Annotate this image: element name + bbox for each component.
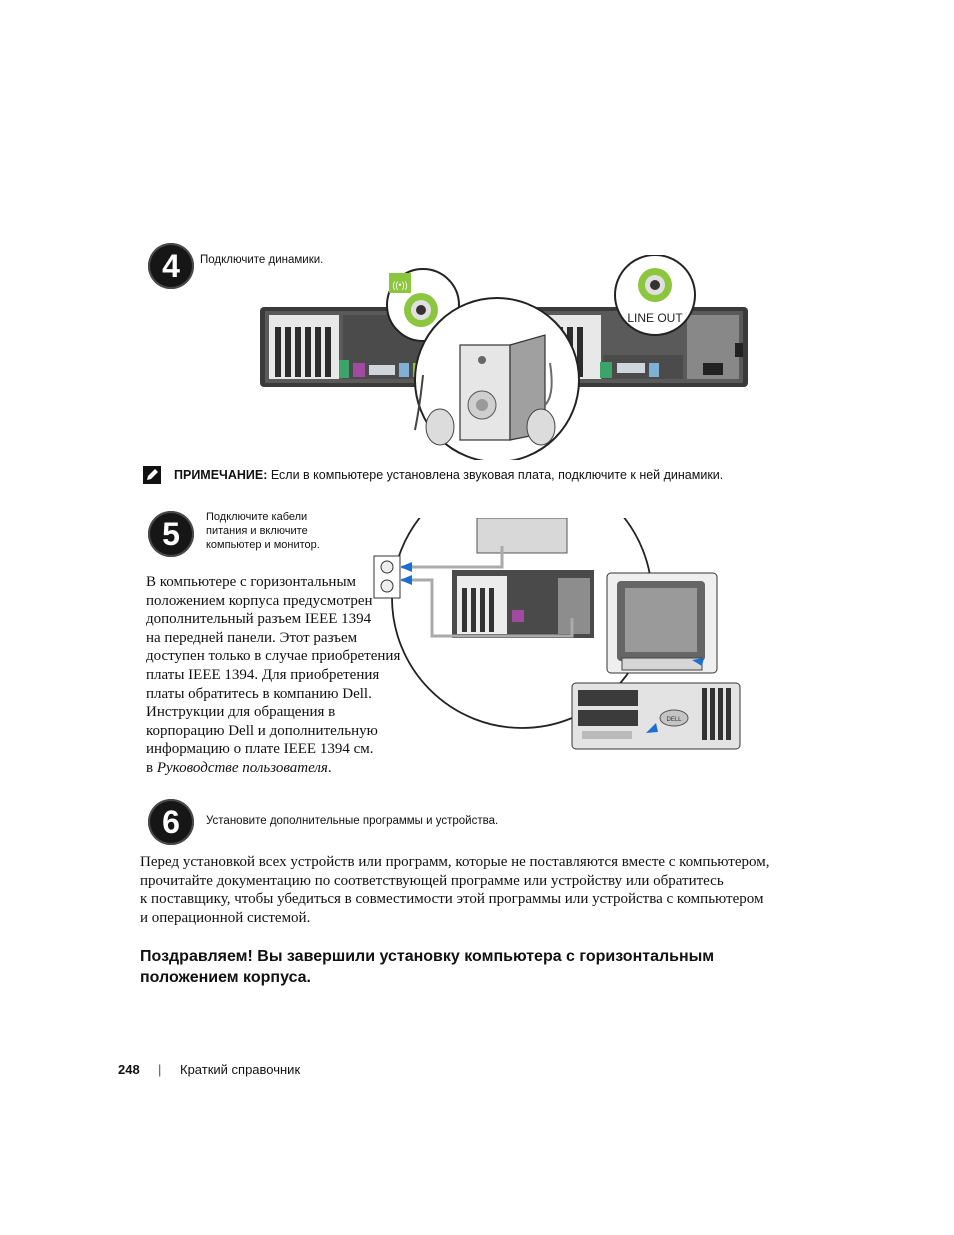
- congrats-heading-line: положением корпуса.: [140, 969, 311, 986]
- ieee-line: корпорацию Dell и дополнительную: [146, 722, 378, 739]
- step-5-line: Подключите кабели: [206, 511, 308, 523]
- step-5-line: питания и включите: [206, 525, 308, 537]
- install-line: Перед установкой всех устройств или прог…: [140, 854, 770, 870]
- ieee-line: В компьютере с горизонтальным: [146, 574, 357, 590]
- ieee-line: положением корпуса предусмотрен: [146, 592, 373, 609]
- note-pencil-icon: [143, 466, 161, 484]
- install-line: и операционной системой.: [140, 909, 311, 926]
- users-guide-reference: Руководстве пользователя: [156, 759, 328, 776]
- note: ПРИМЕЧАНИЕ: Если в компьютере установлен…: [174, 468, 723, 482]
- install-paragraph: Перед установкой всех устройств или прог…: [140, 853, 820, 927]
- dell-logo: DELL: [666, 717, 682, 723]
- computer-front: DELL: [571, 682, 741, 750]
- ieee-1394-paragraph: В компьютере с горизонтальным положением…: [146, 573, 408, 778]
- step-4-badge: 4: [148, 243, 194, 289]
- footer-title: Краткий справочник: [180, 1062, 301, 1077]
- step-5-line: компьютер и монитор.: [206, 539, 320, 551]
- step-4-text: Подключите динамики.: [200, 254, 324, 266]
- ieee-last-prefix: в: [146, 759, 157, 776]
- ieee-line: информацию о плате IEEE 1394 см.: [146, 741, 374, 758]
- congrats-heading-line: Поздравляем! Вы завершили установку комп…: [140, 948, 715, 965]
- ieee-line: Инструкции для обращения в: [146, 704, 336, 721]
- footer-separator: |: [158, 1062, 162, 1077]
- speakers: [414, 297, 580, 460]
- note-text: Если в компьютере установлена звуковая п…: [267, 468, 724, 482]
- ieee-line: доступен только в случае приобретения: [146, 648, 401, 665]
- step-5-badge: 5: [148, 511, 194, 557]
- step-6-badge: 6: [148, 799, 194, 845]
- page-number: 248: [118, 1062, 140, 1077]
- install-line: к поставщику, чтобы убедиться в совмести…: [140, 891, 764, 908]
- line-out-label: LINE OUT: [627, 311, 683, 325]
- install-line: прочитайте документацию по соответствующ…: [140, 872, 724, 889]
- monitor: [606, 572, 718, 674]
- line-out-callout-right: LINE OUT: [614, 255, 696, 336]
- speakers-connection-diagram: ((•)) LINE OUT: [260, 255, 748, 460]
- ieee-line: дополнительный разъем IEEE 1394: [146, 611, 372, 628]
- congrats-heading: Поздравляем! Вы завершили установку комп…: [140, 946, 714, 988]
- step-5-text: Подключите кабели питания и включите ком…: [206, 510, 320, 552]
- ieee-last-line: в Руководстве пользователя.: [146, 759, 408, 778]
- note-label: ПРИМЕЧАНИЕ:: [174, 468, 268, 482]
- audio-icon: ((•)): [392, 280, 407, 290]
- ieee-line: на передней панели. Этот разъем: [146, 629, 358, 646]
- ieee-line: платы IEEE 1394. Для приобретения: [146, 666, 380, 683]
- ieee-line: платы обратитесь в компанию Dell.: [146, 685, 372, 702]
- power-cables-diagram: DELL: [373, 518, 741, 750]
- ieee-last-suffix: .: [327, 759, 332, 776]
- step-6-text: Установите дополнительные программы и ус…: [206, 815, 499, 827]
